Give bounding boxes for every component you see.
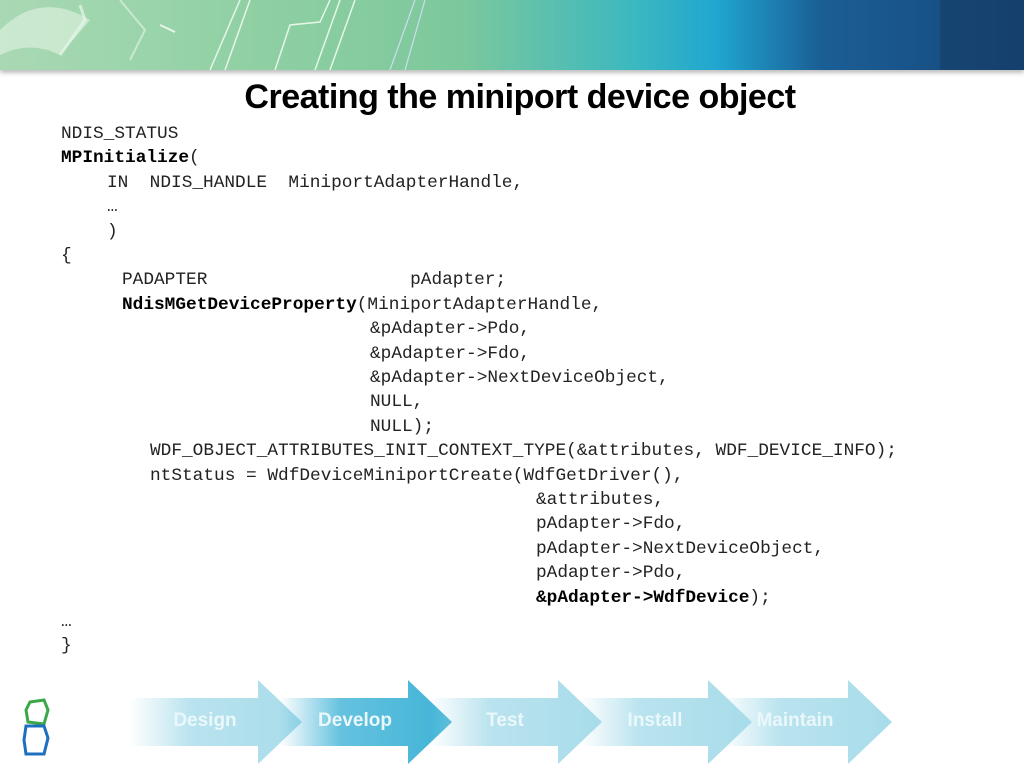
code-line: MPInitialize( xyxy=(61,148,200,168)
arrow-shape xyxy=(130,680,302,764)
code-text: } xyxy=(61,636,72,657)
code-text: … xyxy=(61,612,72,632)
code-identifier-bold: &pAdapter->WdfDevice xyxy=(536,587,750,608)
code-text: NDIS_STATUS xyxy=(61,124,179,144)
code-line: { xyxy=(61,246,72,266)
code-text: PADAPTER pAdapter; xyxy=(122,270,507,291)
code-text: IN NDIS_HANDLE MiniportAdapterHandle, xyxy=(107,172,524,193)
code-line: IN NDIS_HANDLE MiniportAdapterHandle, xyxy=(107,173,523,193)
arrow-shape xyxy=(280,680,452,764)
arrow-shape xyxy=(720,680,892,764)
stage-label: Test xyxy=(486,710,524,731)
stage-label: Design xyxy=(173,710,237,731)
code-line: PADAPTER pAdapter; xyxy=(122,270,506,290)
code-line: … xyxy=(61,612,72,632)
stage-arrow-develop: Develop xyxy=(280,680,460,764)
code-line: &pAdapter->Fdo, xyxy=(370,344,530,364)
stage-label: Install xyxy=(627,710,683,731)
code-text: &pAdapter->Pdo, xyxy=(370,319,531,340)
stage-label: Develop xyxy=(318,710,392,731)
slide-title: Creating the miniport device object xyxy=(244,78,796,116)
arrow-shape xyxy=(430,680,602,764)
code-text: ); xyxy=(749,587,771,608)
code-line: NDIS_STATUS xyxy=(61,124,178,144)
code-line: NdisMGetDeviceProperty(MiniportAdapterHa… xyxy=(122,295,602,315)
code-text: &attributes, xyxy=(536,490,665,510)
code-text: ) xyxy=(107,221,118,242)
code-line: pAdapter->Pdo, xyxy=(536,563,685,583)
code-identifier-bold: NdisMGetDeviceProperty xyxy=(122,294,357,315)
code-text: { xyxy=(61,246,72,266)
code-line: &pAdapter->Pdo, xyxy=(370,319,530,339)
code-text: pAdapter->Pdo, xyxy=(536,563,686,584)
code-text: pAdapter->NextDeviceObject, xyxy=(536,538,825,559)
code-text: &pAdapter->NextDeviceObject, xyxy=(370,368,669,388)
code-line: pAdapter->Fdo, xyxy=(536,514,685,534)
stage-arrow-test: Test xyxy=(430,680,610,764)
code-text: NULL); xyxy=(370,416,435,437)
code-line: ) xyxy=(107,222,118,242)
lifecycle-footer: Design Develop Test Install Maintain xyxy=(0,676,1024,768)
code-line: … xyxy=(107,197,118,217)
code-line: NULL, xyxy=(370,392,423,412)
code-line: NULL); xyxy=(370,417,434,437)
code-text: NULL, xyxy=(370,392,424,413)
code-text: &pAdapter->Fdo, xyxy=(370,343,531,364)
code-line: pAdapter->NextDeviceObject, xyxy=(536,539,824,559)
stage-arrow-design: Design xyxy=(130,680,310,764)
stage-arrow-install: Install xyxy=(580,680,760,764)
code-line: &pAdapter->WdfDevice); xyxy=(536,588,771,608)
code-text: ntStatus = WdfDeviceMiniportCreate(WdfGe… xyxy=(150,465,684,486)
code-identifier-bold: MPInitialize xyxy=(61,148,190,169)
arrow-shape xyxy=(580,680,752,764)
code-line: WDF_OBJECT_ATTRIBUTES_INIT_CONTEXT_TYPE(… xyxy=(150,441,897,461)
logo-icon xyxy=(22,698,50,756)
banner-decoration xyxy=(0,0,1024,70)
code-text: ( xyxy=(189,148,200,169)
code-line: } xyxy=(61,636,72,656)
header-banner xyxy=(0,0,1024,70)
code-text: pAdapter->Fdo, xyxy=(536,514,686,535)
code-text: … xyxy=(107,197,118,218)
stage-label: Maintain xyxy=(756,710,834,731)
code-line: &attributes, xyxy=(536,490,664,510)
code-line: &pAdapter->NextDeviceObject, xyxy=(370,368,669,388)
code-text: WDF_OBJECT_ATTRIBUTES_INIT_CONTEXT_TYPE(… xyxy=(150,441,897,462)
stage-arrow-maintain: Maintain xyxy=(720,680,900,764)
code-line: ntStatus = WdfDeviceMiniportCreate(WdfGe… xyxy=(150,466,684,486)
code-text: (MiniportAdapterHandle, xyxy=(356,294,603,315)
